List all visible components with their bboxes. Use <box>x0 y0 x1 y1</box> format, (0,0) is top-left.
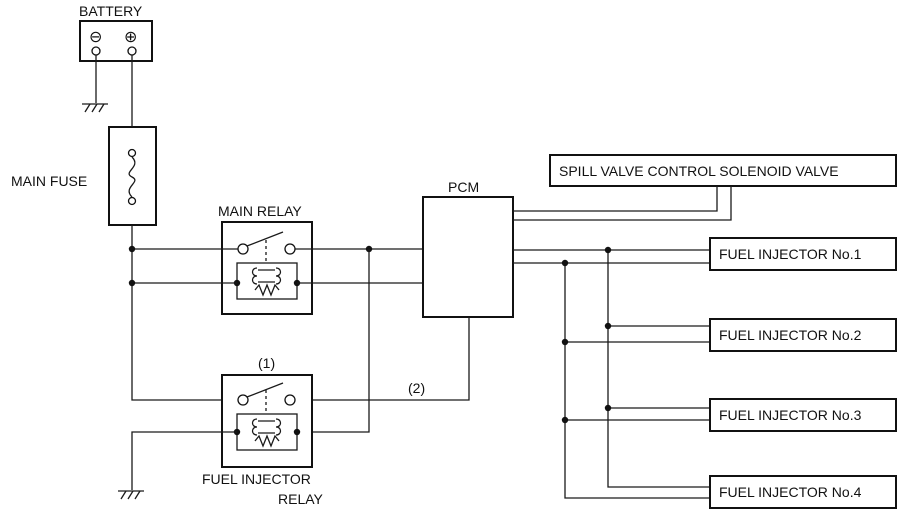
battery-ground-icon <box>82 55 108 113</box>
main-fuse-label: MAIN FUSE <box>11 173 87 189</box>
fuel-injector-1-box <box>709 237 897 271</box>
main-relay-box <box>221 221 313 315</box>
main-relay-label: MAIN RELAY <box>218 203 302 219</box>
fuel-injector-relay-switch-icon <box>246 382 284 398</box>
relay-ground-icon <box>118 490 144 500</box>
fuel-injector-4: FUEL INJECTOR No.4 <box>709 475 897 509</box>
fuel-injector-2: FUEL INJECTOR No.2 <box>709 318 897 352</box>
fuel-injector-3-box <box>709 398 897 432</box>
fuel-injector-relay-label-line1: FUEL INJECTOR <box>202 471 311 487</box>
fuel-injector-relay-coil-icon <box>251 418 282 436</box>
main-relay: MAIN RELAY <box>218 203 313 315</box>
callout-2: (2) <box>408 380 425 396</box>
pcm: PCM <box>422 179 514 318</box>
fuel-injector-1-label: FUEL INJECTOR No.1 <box>719 246 862 262</box>
battery-box <box>79 20 153 62</box>
pcm-label: PCM <box>448 179 479 195</box>
fuel-injector-relay-resistor-icon <box>254 434 280 448</box>
battery-positive-terminal <box>127 46 137 56</box>
main-relay-switch-icon <box>246 231 284 247</box>
fuel-injector-2-label: FUEL INJECTOR No.2 <box>719 327 862 343</box>
fuel-injector-relay-label-line2: RELAY <box>278 491 324 507</box>
main-fuse-box <box>108 126 157 226</box>
fuel-injector-3: FUEL INJECTOR No.3 <box>709 398 897 432</box>
fuel-injector-relay: (1) FUEL INJECTOR RELAY <box>202 355 324 507</box>
fuel-injector-4-label: FUEL INJECTOR No.4 <box>719 484 862 500</box>
fuse-element-icon <box>128 156 136 198</box>
spill-valve: SPILL VALVE CONTROL SOLENOID VALVE <box>549 154 897 187</box>
fuel-injector-1: FUEL INJECTOR No.1 <box>709 237 897 271</box>
battery-negative-terminal <box>91 46 101 56</box>
main-relay-resistor-icon <box>254 283 280 297</box>
spill-valve-box <box>549 154 897 187</box>
battery: BATTERY ⊖ ⊕ <box>79 3 153 62</box>
fuel-injector-2-box <box>709 318 897 352</box>
battery-label: BATTERY <box>79 3 143 19</box>
battery-negative-icon: ⊖ <box>89 29 102 46</box>
main-relay-coil-icon <box>251 267 282 285</box>
callout-1: (1) <box>258 355 275 371</box>
fuel-injector-3-label: FUEL INJECTOR No.3 <box>719 407 862 423</box>
main-fuse: MAIN FUSE <box>11 126 157 226</box>
wire-fuse-trunk <box>131 225 222 401</box>
pcm-box <box>422 196 514 318</box>
battery-positive-icon: ⊕ <box>124 29 137 46</box>
fuel-injector-4-box <box>709 475 897 509</box>
spill-valve-label: SPILL VALVE CONTROL SOLENOID VALVE <box>559 163 839 179</box>
